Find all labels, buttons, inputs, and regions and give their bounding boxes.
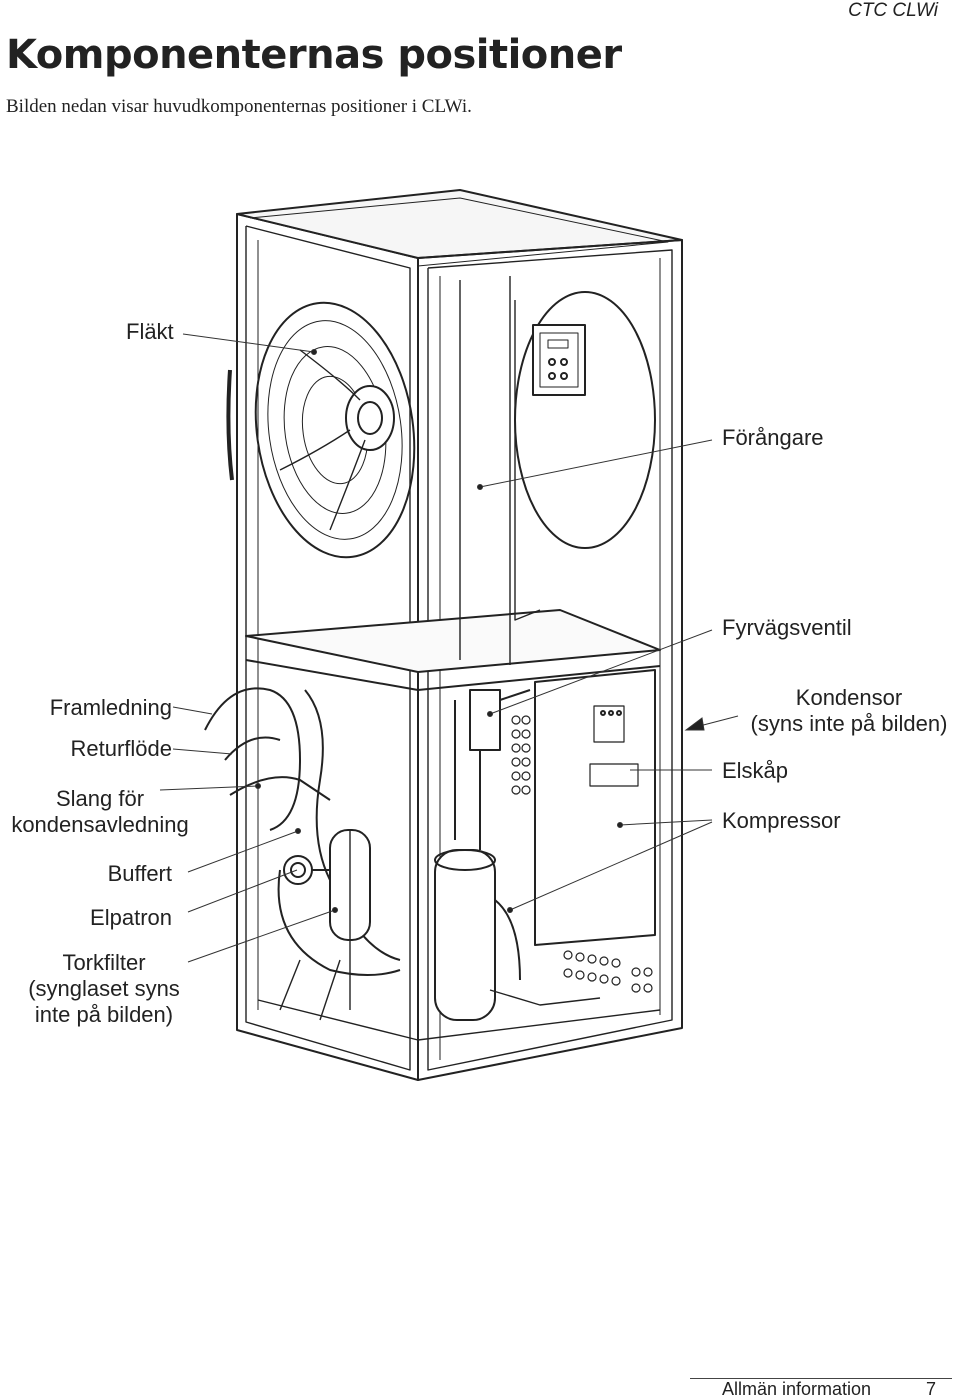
base-frame [257, 959, 661, 1041]
document-brand: CTC CLWi [848, 0, 938, 21]
flow-return-pipes [204, 687, 401, 976]
footer-rule [690, 1378, 952, 1379]
leader-dot-forangare [477, 484, 483, 490]
label-slang-line1: Slang för [55, 786, 145, 811]
label-forangare: Förångare [722, 425, 824, 450]
leader-framledning [172, 706, 213, 715]
leader-flakt [182, 333, 315, 353]
label-returflode: Returflöde [70, 736, 172, 761]
leader-fyrvagsventil [489, 629, 713, 715]
leader-kompressor [509, 821, 713, 911]
label-torkfilter: Torkfilter (synglaset syns inte på bilde… [0, 950, 208, 1028]
divider-shelf [245, 609, 661, 691]
four-way-valve [454, 689, 531, 850]
label-kompressor: Kompressor [722, 808, 841, 833]
leader-lines [159, 333, 739, 963]
leader-forangare [479, 439, 713, 488]
leader-dot-buffert [295, 828, 301, 834]
label-elpatron: Elpatron [90, 905, 172, 930]
label-framledning: Framledning [49, 695, 172, 720]
leader-dot-elskap [617, 822, 623, 828]
footer-page-number: 7 [926, 1379, 937, 1399]
fan [226, 301, 416, 559]
leader-elpatron [187, 869, 298, 913]
label-kondensor-line2: (syns inte på bilden) [750, 711, 948, 736]
leader-elskap [619, 819, 713, 826]
label-torkfilter-line1: Torkfilter [62, 950, 146, 975]
label-flakt: Fläkt [126, 319, 174, 344]
footer-section: Allmän information [722, 1379, 872, 1399]
buffer-tank [329, 829, 371, 1010]
leader-dot-kompressor [507, 907, 513, 913]
leader-dot-slang [255, 783, 261, 789]
label-fyrvagsventil: Fyrvägsventil [722, 615, 852, 640]
leader-torkfilter [187, 909, 336, 963]
evaporator [459, 276, 656, 665]
leader-dot-fyrvagsventil [487, 711, 493, 717]
arrow-kondensor [684, 717, 705, 731]
leader-returflode [172, 748, 233, 755]
label-slang: Slang för kondensavledning [0, 786, 200, 838]
leader-dot-torkfilter [332, 907, 338, 913]
label-elskap: Elskåp [722, 758, 789, 783]
control-display [532, 324, 586, 396]
leader-dot-flakt [311, 349, 317, 355]
compressor [434, 849, 521, 1021]
label-slang-line2: kondensavledning [11, 812, 189, 837]
immersion-heater [283, 855, 330, 885]
pipe-connections [563, 950, 653, 993]
page-subtitle: Bilden nedan visar huvudkomponenternas p… [6, 96, 472, 117]
label-kondensor-line1: Kondensor [795, 685, 903, 710]
label-torkfilter-line2: (synglaset syns [28, 976, 180, 1001]
label-kondensor: Kondensor (syns inte på bilden) [740, 685, 958, 737]
leader-buffert [187, 830, 299, 873]
label-buffert: Buffert [107, 861, 172, 886]
page-title: Komponenternas positioner [6, 32, 622, 78]
leader-slang [159, 785, 259, 791]
electrical-cabinet [511, 669, 656, 946]
label-torkfilter-line3: inte på bilden) [34, 1002, 174, 1027]
